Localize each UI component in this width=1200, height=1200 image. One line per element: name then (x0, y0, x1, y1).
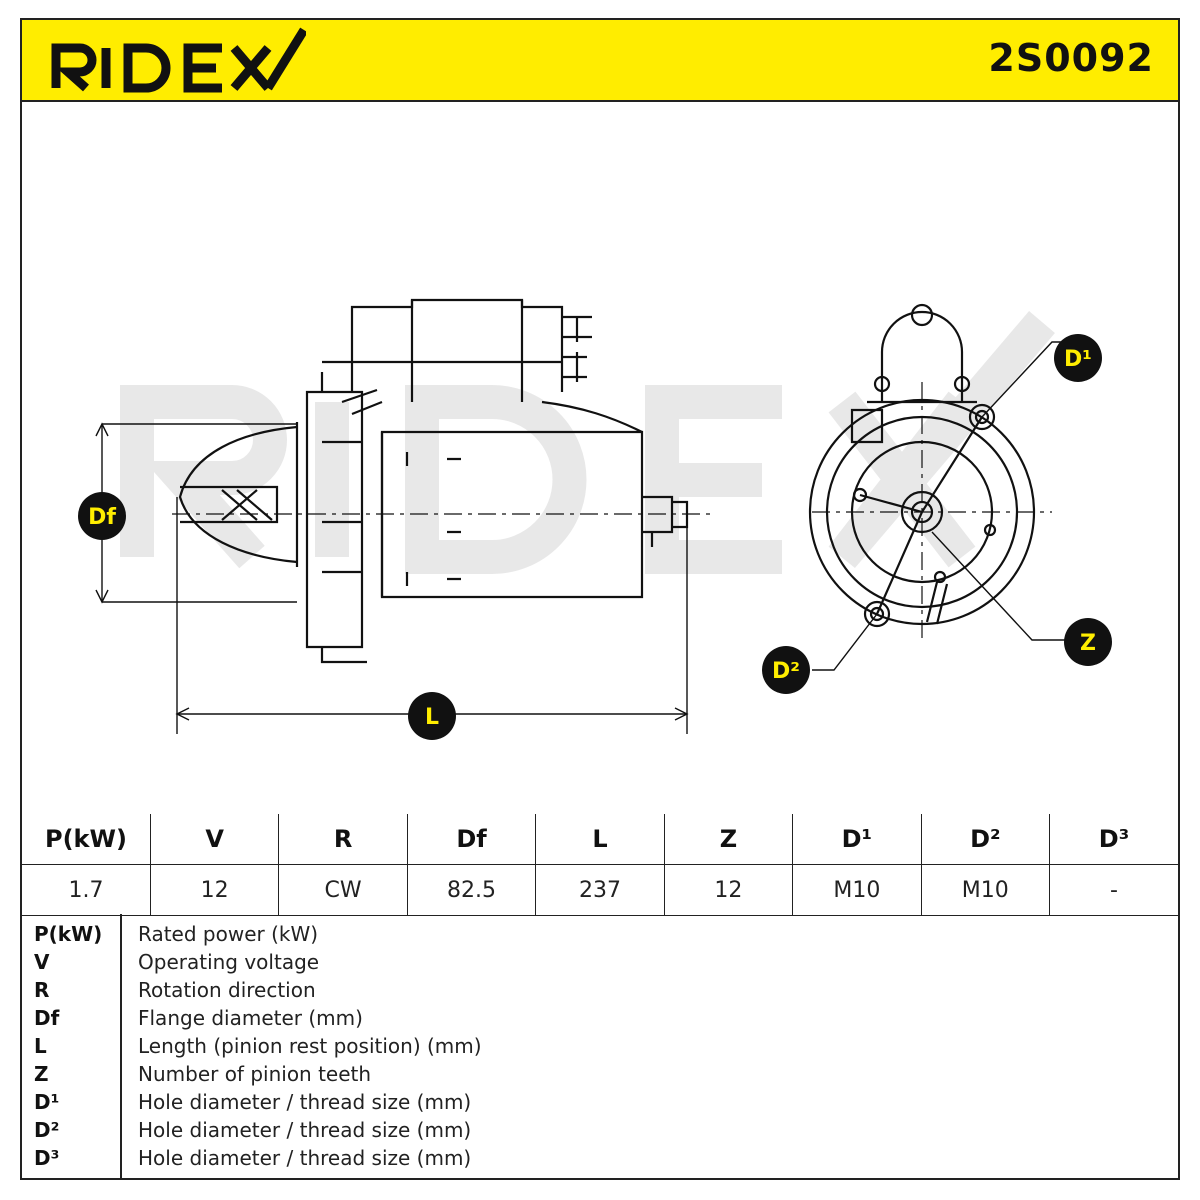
specs-value-cell: M10 (792, 864, 922, 916)
legend-abbr: P(kW) (34, 922, 103, 946)
specs-value-cell: CW (278, 864, 408, 916)
df-badge: Df (78, 492, 126, 540)
legend: P(kW) Rated power (kW) V Operating volta… (22, 914, 1178, 1180)
legend-desc: Rated power (kW) (138, 922, 319, 946)
legend-desc: Flange diameter (mm) (138, 1006, 363, 1030)
specs-value-cell: 237 (535, 864, 665, 916)
legend-desc: Length (pinion rest position) (mm) (138, 1034, 482, 1058)
legend-desc: Number of pinion teeth (138, 1062, 372, 1086)
specs-header-cell: R (278, 814, 408, 865)
specs-value-row: 1.7 12 CW 82.5 237 12 M10 M10 - (22, 864, 1178, 916)
svg-text:D²: D² (772, 659, 800, 684)
datasheet: 2S0092 (20, 18, 1180, 1180)
legend-abbr: D² (34, 1118, 60, 1142)
header-bar: 2S0092 (22, 20, 1178, 102)
legend-desc: Operating voltage (138, 950, 320, 974)
svg-text:Df: Df (88, 505, 116, 530)
d2-badge: D² (762, 646, 810, 694)
legend-divider (120, 914, 122, 1180)
ridex-logo (51, 27, 306, 93)
legend-abbr: D³ (34, 1146, 60, 1170)
specs-header-cell: D¹ (792, 814, 922, 865)
specs-header-cell: D³ (1049, 814, 1178, 865)
legend-desc: Rotation direction (138, 978, 316, 1002)
specs-value-cell: 1.7 (22, 864, 151, 916)
legend-row: P(kW) Rated power (kW) (22, 922, 1178, 950)
specs-value-cell: - (1049, 864, 1178, 916)
technical-drawing: Df L D¹ D² Z (22, 102, 1178, 814)
legend-abbr: R (34, 978, 50, 1002)
specs-value-cell: 12 (149, 864, 280, 916)
legend-row: V Operating voltage (22, 950, 1178, 978)
legend-desc: Hole diameter / thread size (mm) (138, 1146, 472, 1170)
starter-motor-drawing: Df L D¹ D² Z (78, 298, 1112, 740)
legend-row: D² Hole diameter / thread size (mm) (22, 1118, 1178, 1146)
legend-row: L Length (pinion rest position) (mm) (22, 1034, 1178, 1062)
l-badge: L (408, 692, 456, 740)
df-dimension (95, 422, 297, 604)
specs-header-cell: D² (920, 814, 1051, 865)
specs-value-cell: 82.5 (406, 864, 537, 916)
specs-header-cell: Z (663, 814, 794, 865)
d1-badge: D¹ (1054, 334, 1102, 382)
specs-header-cell: V (149, 814, 280, 865)
z-badge: Z (1064, 618, 1112, 666)
specs-header-cell: P(kW) (22, 814, 151, 865)
legend-abbr: L (34, 1034, 47, 1058)
legend-row: D³ Hole diameter / thread size (mm) (22, 1146, 1178, 1174)
legend-row: Df Flange diameter (mm) (22, 1006, 1178, 1034)
specs-header-cell: Df (406, 814, 537, 865)
specs-header-cell: L (535, 814, 665, 865)
legend-abbr: Z (34, 1062, 49, 1086)
part-number: 2S0092 (988, 36, 1154, 80)
leader-lines (812, 341, 1067, 671)
specs-value-cell: 12 (663, 864, 794, 916)
specs-table: P(kW) V R Df L Z D¹ D² D³ 1.7 12 CW 82.5… (22, 814, 1178, 916)
specs-header-row: P(kW) V R Df L Z D¹ D² D³ (22, 814, 1178, 865)
legend-row: R Rotation direction (22, 978, 1178, 1006)
legend-abbr: D¹ (34, 1090, 60, 1114)
svg-text:Z: Z (1080, 631, 1096, 656)
svg-text:D¹: D¹ (1064, 347, 1092, 372)
legend-desc: Hole diameter / thread size (mm) (138, 1090, 472, 1114)
specs-value-cell: M10 (920, 864, 1051, 916)
legend-row: Z Number of pinion teeth (22, 1062, 1178, 1090)
legend-row: D¹ Hole diameter / thread size (mm) (22, 1090, 1178, 1118)
legend-abbr: Df (34, 1006, 60, 1030)
side-view (178, 298, 689, 664)
legend-desc: Hole diameter / thread size (mm) (138, 1118, 472, 1142)
legend-abbr: V (34, 950, 50, 974)
svg-text:L: L (425, 705, 439, 730)
